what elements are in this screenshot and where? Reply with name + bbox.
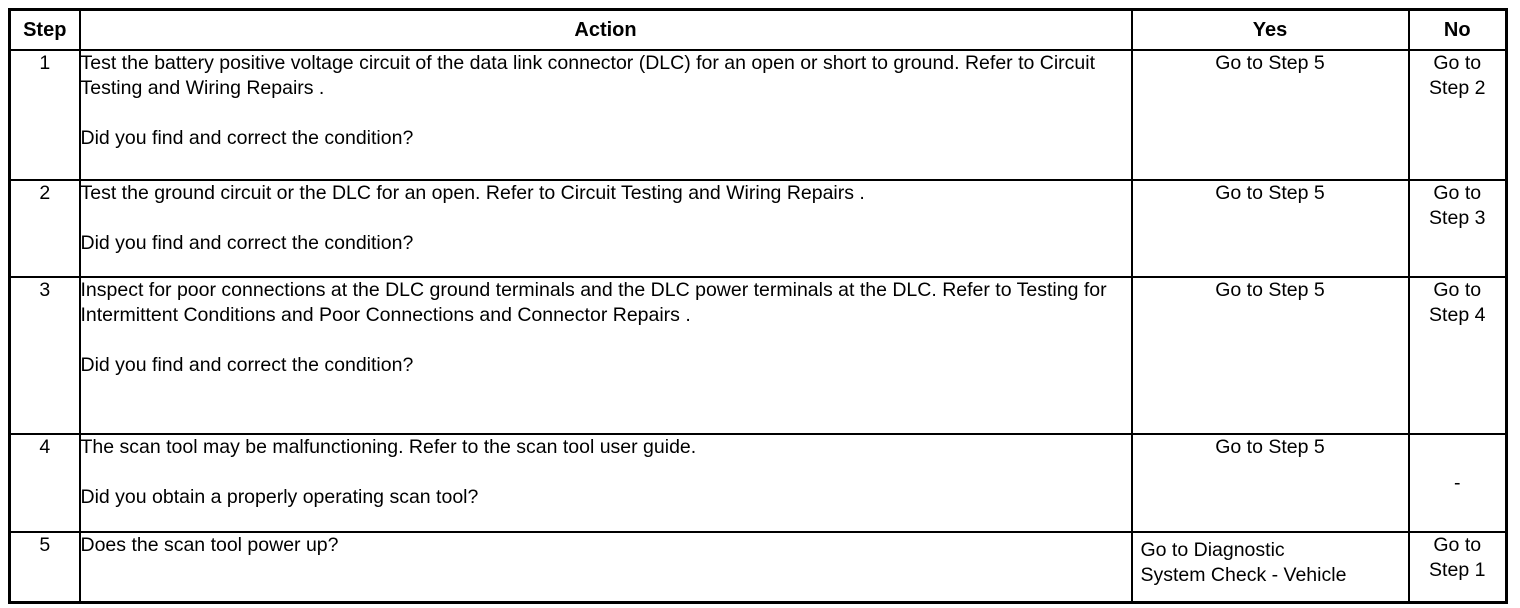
action-cell: Test the ground circuit or the DLC for a… <box>78 179 1133 278</box>
no-outcome: - <box>1407 433 1508 533</box>
action-question: Did you obtain a properly operating scan… <box>80 486 479 508</box>
no-outcome-line2: Step 4 <box>1429 304 1486 326</box>
action-question: Did you find and correct the condition? <box>80 127 414 149</box>
table-row: 5 Does the scan tool power up? Go to Dia… <box>8 531 1508 603</box>
action-cell: Inspect for poor connections at the DLC … <box>78 276 1133 435</box>
no-outcome: Go to Step 4 <box>1407 276 1508 435</box>
table-row: 3 Inspect for poor connections at the DL… <box>8 276 1508 435</box>
action-text: The scan tool may be malfunctioning. Ref… <box>80 436 697 458</box>
yes-outcome: Go to Step 5 <box>1130 276 1410 435</box>
no-outcome-line2: Step 1 <box>1429 559 1486 581</box>
no-outcome-line1: Go to <box>1433 52 1482 74</box>
action-text: Test the ground circuit or the DLC for a… <box>80 182 865 204</box>
column-header-no: No <box>1407 8 1508 51</box>
no-outcome-line2: Step 3 <box>1429 207 1486 229</box>
step-number: 4 <box>8 433 81 533</box>
no-outcome-line1: - <box>1454 471 1461 494</box>
table-row: 4 The scan tool may be malfunctioning. R… <box>8 433 1508 533</box>
action-cell: The scan tool may be malfunctioning. Ref… <box>78 433 1133 533</box>
paragraph-spacer <box>81 101 1131 126</box>
no-outcome: Go to Step 2 <box>1407 49 1508 181</box>
paragraph-spacer <box>81 328 1131 353</box>
table-row: 1 Test the battery positive voltage circ… <box>8 49 1508 181</box>
diagnostic-table-container: Step Action Yes No 1 Test the battery po… <box>8 8 1508 604</box>
yes-outcome: Go to Step 5 <box>1130 433 1410 533</box>
step-number: 5 <box>8 531 81 603</box>
step-number: 1 <box>8 49 81 181</box>
yes-outcome-line1: Go to Diagnostic <box>1140 539 1285 561</box>
diagnostic-step-table: Step Action Yes No 1 Test the battery po… <box>8 8 1508 604</box>
table-row: 2 Test the ground circuit or the DLC for… <box>8 179 1508 278</box>
action-question: Did you find and correct the condition? <box>80 354 414 376</box>
yes-outcome: Go to Step 5 <box>1130 49 1410 181</box>
paragraph-spacer <box>81 206 1131 231</box>
no-outcome-line2: Step 2 <box>1429 77 1486 99</box>
table-header-row: Step Action Yes No <box>8 8 1508 51</box>
column-header-yes: Yes <box>1130 8 1410 51</box>
step-number: 3 <box>8 276 81 435</box>
no-outcome-line1: Go to <box>1433 182 1482 204</box>
action-text: Does the scan tool power up? <box>80 534 339 556</box>
no-outcome-line1: Go to <box>1433 279 1482 301</box>
action-cell: Test the battery positive voltage circui… <box>78 49 1133 181</box>
column-header-action: Action <box>78 8 1133 51</box>
yes-outcome: Go to Step 5 <box>1130 179 1410 278</box>
action-question: Did you find and correct the condition? <box>80 232 414 254</box>
step-number: 2 <box>8 179 81 278</box>
no-outcome: Go to Step 1 <box>1407 531 1508 603</box>
no-outcome: Go to Step 3 <box>1407 179 1508 278</box>
action-cell: Does the scan tool power up? <box>78 531 1133 603</box>
no-outcome-line1: Go to <box>1433 534 1482 556</box>
action-text: Inspect for poor connections at the DLC … <box>80 279 1107 326</box>
yes-outcome-line2: System Check - Vehicle <box>1140 564 1347 586</box>
action-text: Test the battery positive voltage circui… <box>80 52 1096 99</box>
column-header-step: Step <box>8 8 81 51</box>
paragraph-spacer <box>81 460 1131 485</box>
yes-outcome: Go to Diagnostic System Check - Vehicle <box>1130 531 1410 603</box>
